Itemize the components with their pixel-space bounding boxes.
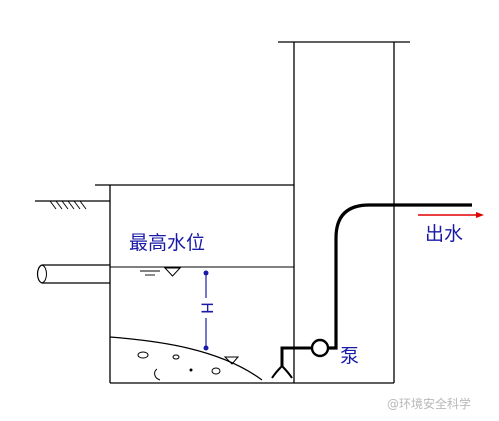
ground-surface xyxy=(35,200,110,210)
pump-icon xyxy=(310,338,330,358)
height-dimension xyxy=(199,270,213,351)
outlet-label: 出水 xyxy=(425,223,463,245)
inlet-pipe xyxy=(36,264,110,284)
height-label: H xyxy=(198,302,217,314)
discharge-pipe xyxy=(328,203,472,350)
outlet-arrow-icon xyxy=(418,212,484,218)
sediment xyxy=(109,336,263,381)
wet-well xyxy=(95,184,294,384)
suction-pipe xyxy=(271,346,312,379)
max-water-level-label: 最高水位 xyxy=(129,232,205,254)
max-water-level-line xyxy=(110,266,294,277)
watermark-text: @环境安全科学 xyxy=(387,396,471,411)
pump-label: 泵 xyxy=(340,345,359,367)
pump-house xyxy=(278,41,410,384)
